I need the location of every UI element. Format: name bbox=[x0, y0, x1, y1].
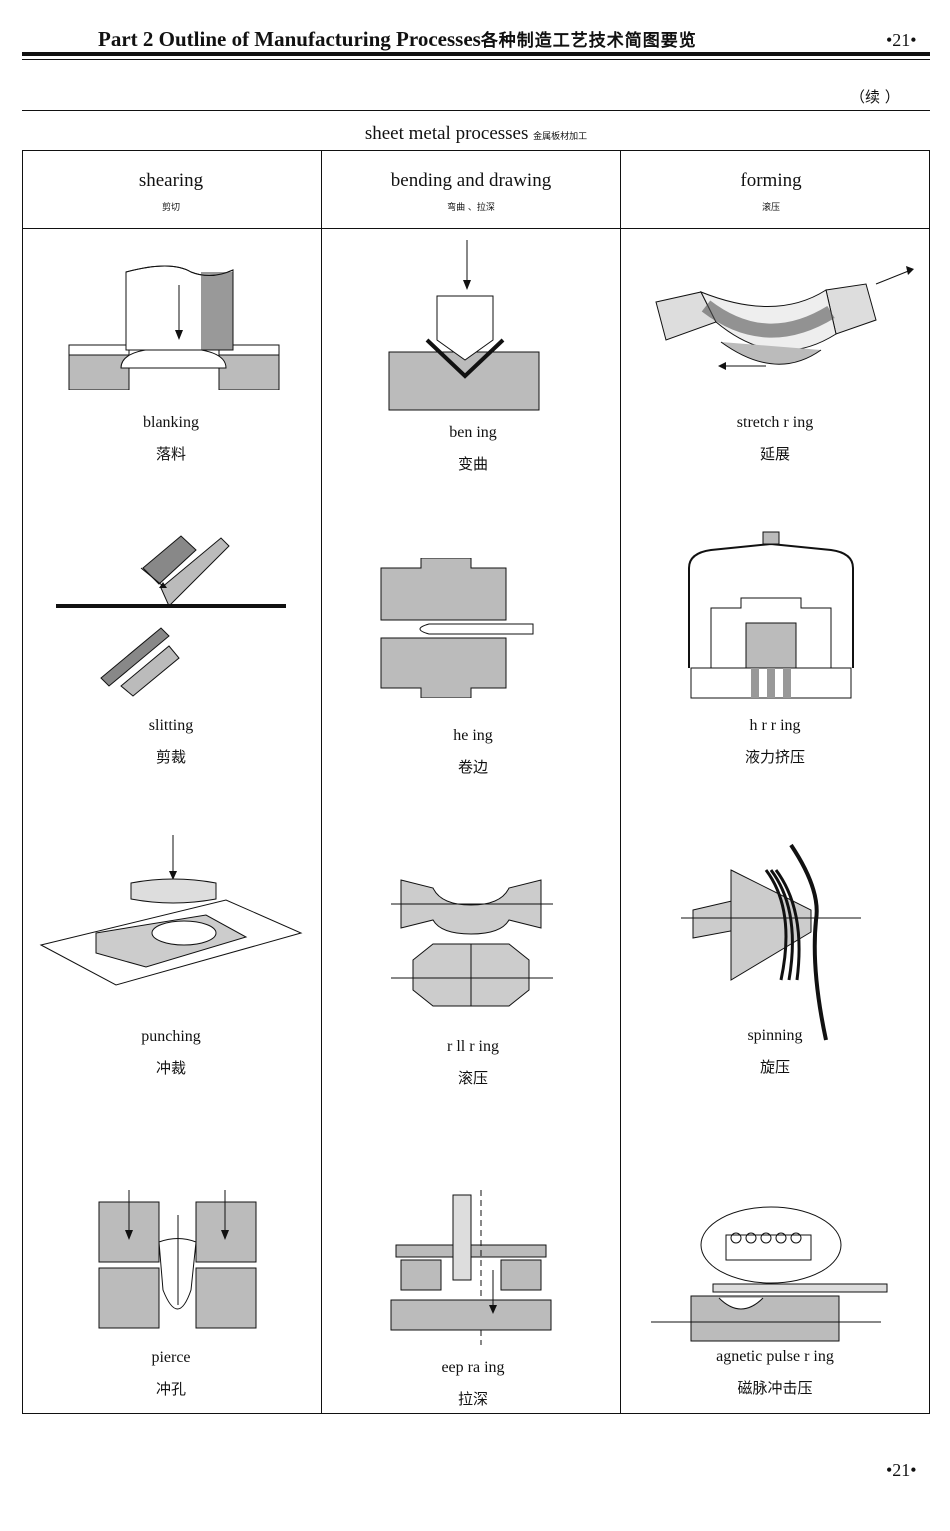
label-magnetic-pulse-forming-cn: 磁脉冲击压 bbox=[737, 1379, 813, 1397]
table-top-rule bbox=[22, 110, 930, 111]
hydroforming-diagram bbox=[622, 528, 920, 703]
section-title: sheet metal processes 金属板材加工 bbox=[364, 123, 588, 144]
label-deep-drawing-cn: 拉深 bbox=[457, 1390, 488, 1408]
label-blanking-cn: 落料 bbox=[155, 445, 186, 463]
header-rule-thin bbox=[22, 59, 930, 60]
label-stretch-forming-cn: 延展 bbox=[759, 445, 790, 463]
page-header-title: Part 2 Outline of Manufacturing Processe… bbox=[98, 27, 697, 51]
label-punching-cn: 冲裁 bbox=[155, 1059, 186, 1077]
label-punching: punching bbox=[141, 1028, 201, 1045]
label-deep-drawing: eep ra ing bbox=[441, 1359, 505, 1376]
pierce-diagram bbox=[22, 1190, 320, 1330]
table-left-border bbox=[22, 150, 23, 1414]
section-title-cn: 金属板材加工 bbox=[533, 132, 588, 142]
table-bottom-rule bbox=[22, 1413, 930, 1414]
label-bending: ben ing bbox=[449, 424, 497, 441]
label-slitting: slitting bbox=[148, 717, 194, 734]
table-right-border bbox=[929, 150, 930, 1414]
label-pierce-cn: 冲孔 bbox=[155, 1380, 186, 1398]
slitting-diagram bbox=[22, 528, 320, 698]
punching-diagram bbox=[22, 835, 320, 995]
magnetic-pulse-forming-diagram bbox=[622, 1200, 920, 1350]
bending-diagram bbox=[322, 240, 620, 420]
stretch-forming-diagram bbox=[622, 242, 920, 382]
label-bending-cn: 变曲 bbox=[457, 455, 488, 473]
page-number-bottom: •21• bbox=[886, 1460, 917, 1480]
page-header-title-cn: 各种制造工艺技术简图要览 bbox=[480, 31, 697, 51]
label-hydroforming: h r r ing bbox=[749, 717, 801, 734]
blanking-diagram bbox=[22, 260, 320, 390]
label-roll-forming: r ll r ing bbox=[447, 1038, 499, 1055]
label-slitting-cn: 剪裁 bbox=[155, 748, 186, 766]
column-divider-2 bbox=[620, 150, 621, 1414]
label-magnetic-pulse-forming: agnetic pulse r ing bbox=[716, 1348, 834, 1365]
header-row-rule bbox=[22, 228, 930, 229]
label-blanking: blanking bbox=[143, 414, 199, 431]
label-hydroforming-cn: 液力挤压 bbox=[744, 748, 805, 766]
hemming-diagram bbox=[322, 558, 620, 698]
label-hemming-cn: 卷边 bbox=[457, 758, 488, 776]
spinning-diagram bbox=[622, 830, 920, 1045]
label-roll-forming-cn: 滚压 bbox=[457, 1069, 488, 1087]
label-spinning-cn: 旋压 bbox=[759, 1058, 790, 1076]
deep-drawing-diagram bbox=[322, 1190, 620, 1345]
column-divider-1 bbox=[321, 150, 322, 1414]
page-number-top: •21• bbox=[886, 30, 917, 50]
continued-mark: （续 ） bbox=[850, 88, 900, 106]
label-pierce: pierce bbox=[151, 1349, 191, 1366]
label-hemming: he ing bbox=[453, 727, 493, 744]
section-rule bbox=[22, 150, 930, 151]
roll-forming-diagram bbox=[322, 860, 620, 1025]
label-spinning: spinning bbox=[747, 1027, 803, 1044]
header-rule bbox=[22, 52, 930, 56]
label-stretch-forming: stretch r ing bbox=[736, 414, 814, 431]
